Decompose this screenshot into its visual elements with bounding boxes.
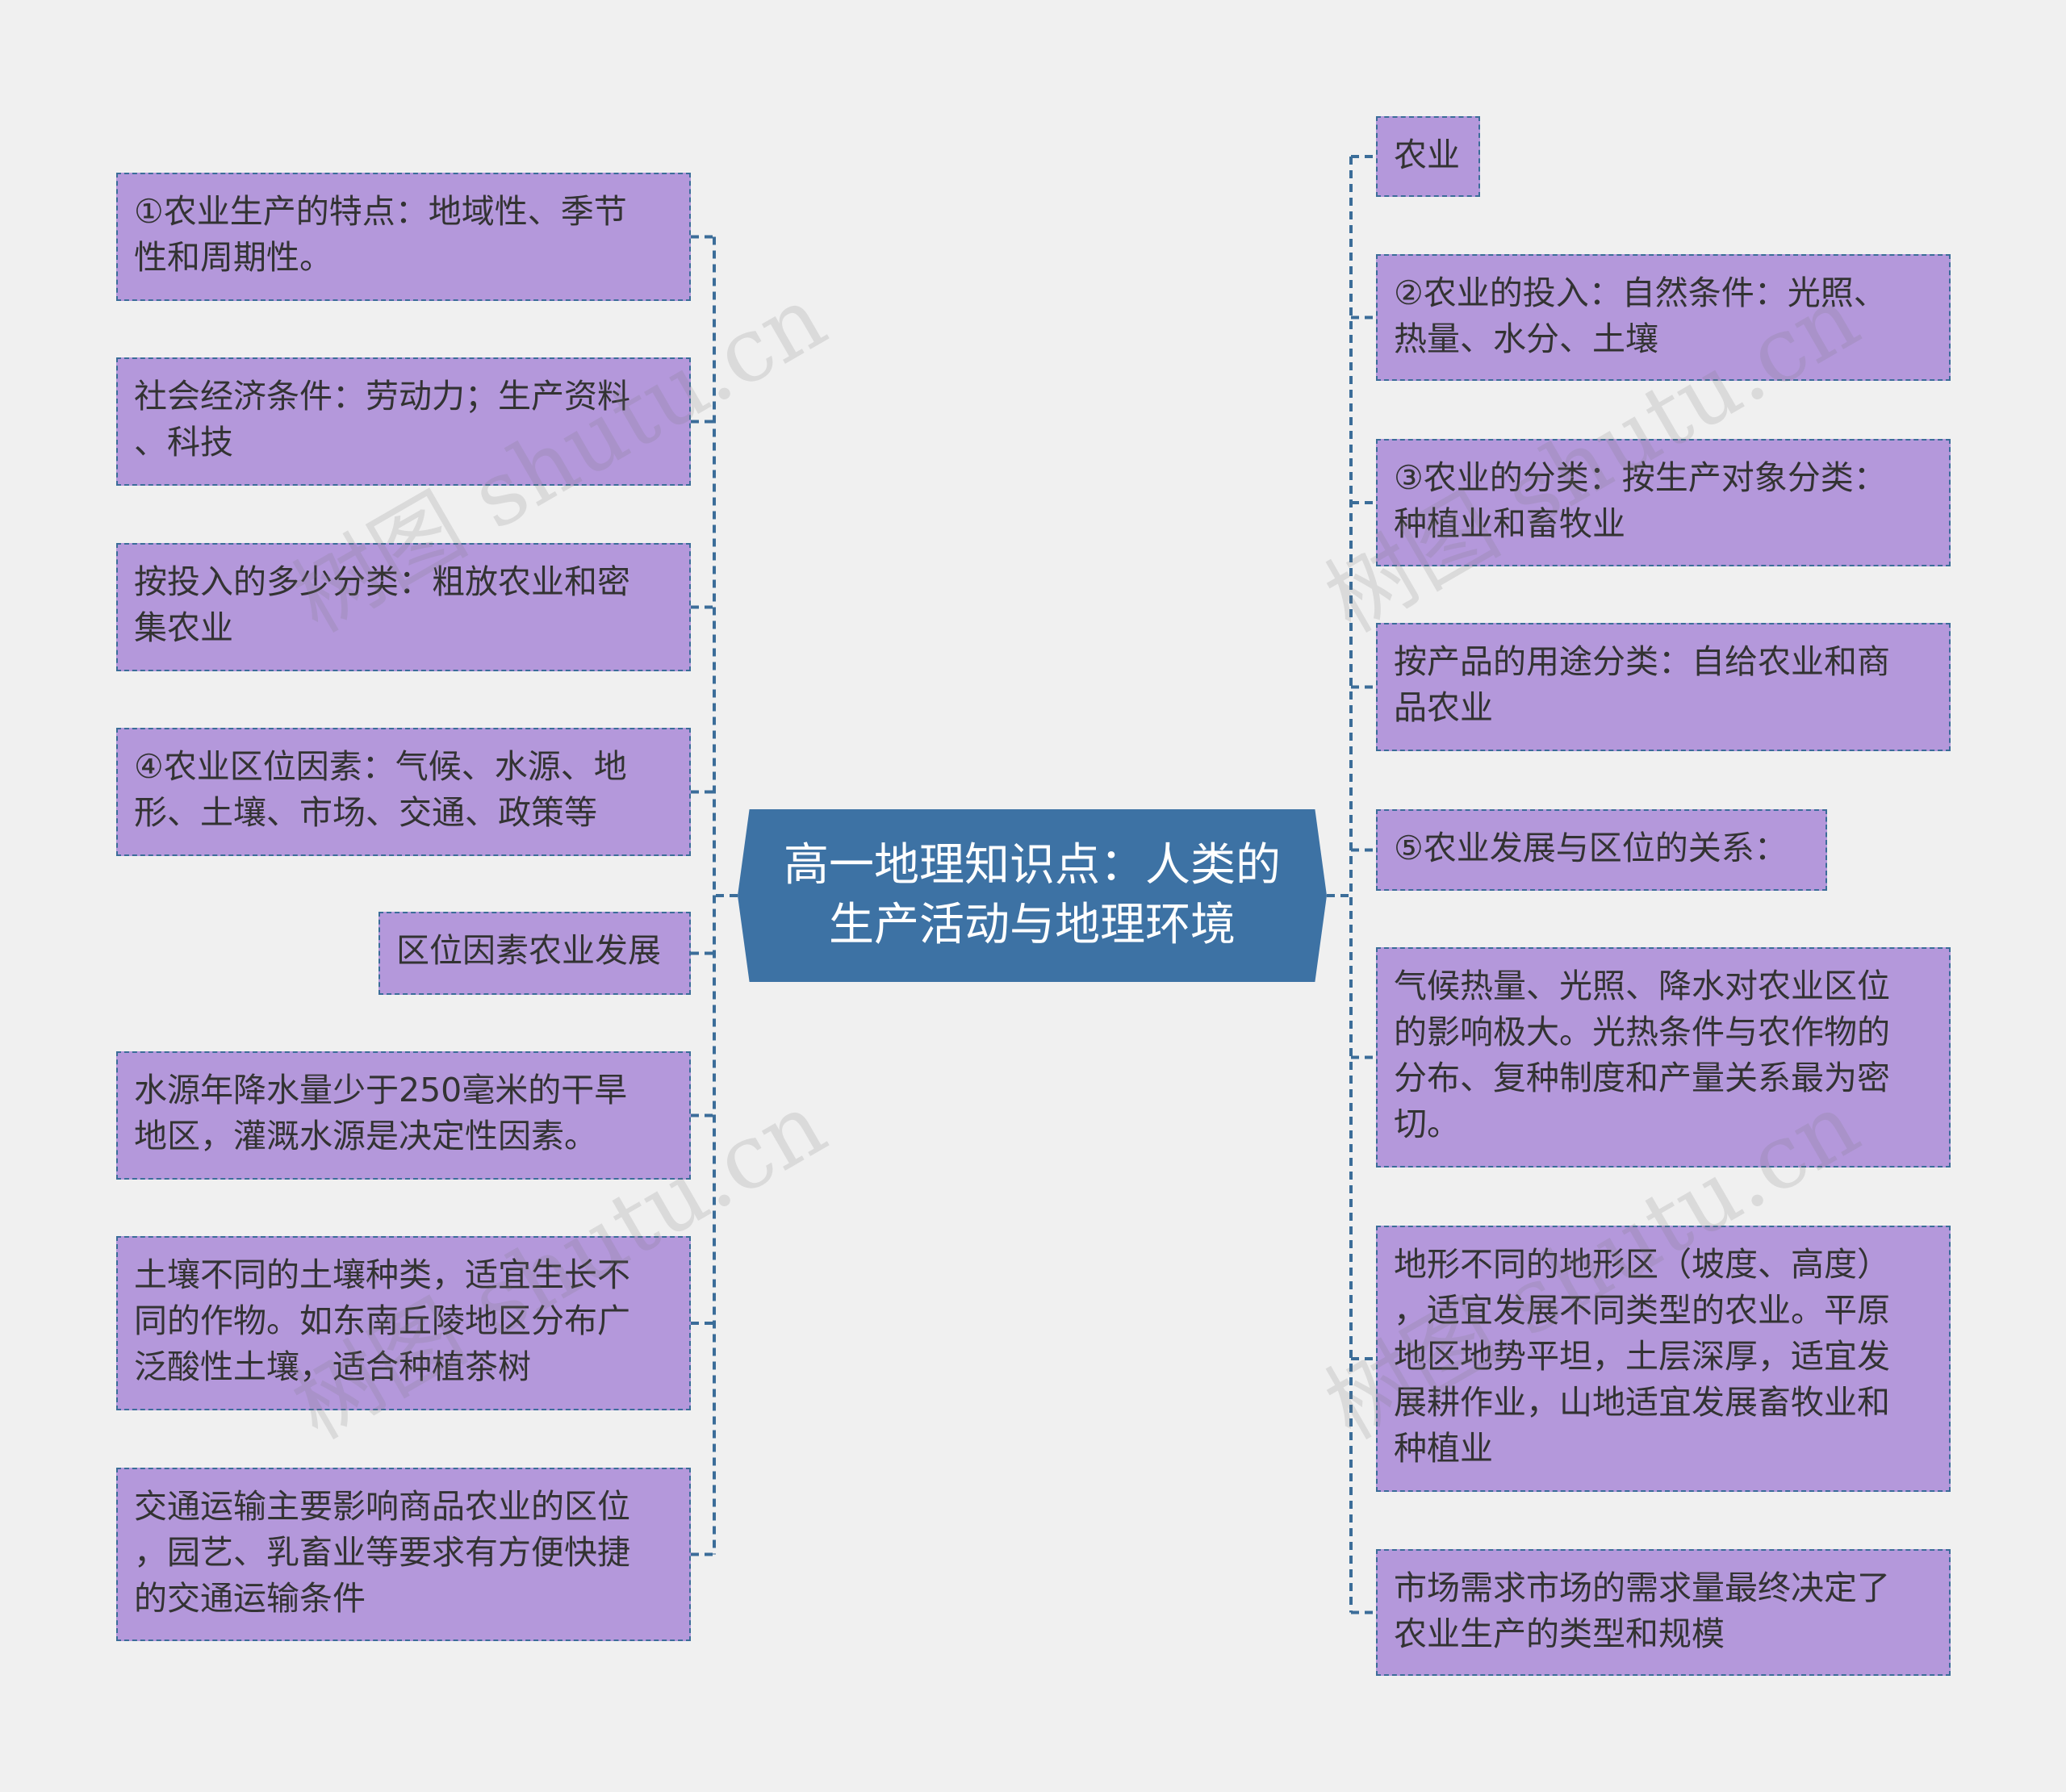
- right-topic-node[interactable]: 农业: [1376, 116, 1480, 197]
- right-topic-node[interactable]: 市场需求市场的需求量最终决定了 农业生产的类型和规模: [1376, 1549, 1951, 1676]
- left-topic-node[interactable]: ④农业区位因素：气候、水源、地 形、土壤、市场、交通、政策等: [116, 728, 691, 856]
- left-topic-node[interactable]: 社会经济条件：劳动力；生产资料 、科技: [116, 357, 691, 486]
- right-topic-node[interactable]: ⑤农业发展与区位的关系：: [1376, 809, 1827, 891]
- left-topic-node[interactable]: 按投入的多少分类：粗放农业和密 集农业: [116, 543, 691, 671]
- right-topic-node[interactable]: ②农业的投入：自然条件：光照、 热量、水分、土壤: [1376, 254, 1951, 381]
- left-topic-node[interactable]: 区位因素农业发展: [378, 912, 691, 995]
- right-topic-node[interactable]: ③农业的分类：按生产对象分类： 种植业和畜牧业: [1376, 439, 1951, 566]
- left-topic-node[interactable]: ①农业生产的特点：地域性、季节 性和周期性。: [116, 173, 691, 301]
- right-topic-node[interactable]: 按产品的用途分类：自给农业和商 品农业: [1376, 623, 1951, 751]
- left-topic-node[interactable]: 土壤不同的土壤种类，适宜生长不 同的作物。如东南丘陵地区分布广 泛酸性土壤，适合…: [116, 1236, 691, 1410]
- central-topic[interactable]: 高一地理知识点：人类的 生产活动与地理环境: [738, 809, 1327, 982]
- left-topic-node[interactable]: 水源年降水量少于250毫米的干旱 地区，灌溉水源是决定性因素。: [116, 1051, 691, 1180]
- right-topic-node[interactable]: 地形不同的地形区（坡度、高度） ，适宜发展不同类型的农业。平原 地区地势平坦，土…: [1376, 1226, 1951, 1492]
- right-topic-node[interactable]: 气候热量、光照、降水对农业区位 的影响极大。光热条件与农作物的 分布、复种制度和…: [1376, 947, 1951, 1168]
- left-topic-node[interactable]: 交通运输主要影响商品农业的区位 ，园艺、乳畜业等要求有方便快捷 的交通运输条件: [116, 1468, 691, 1641]
